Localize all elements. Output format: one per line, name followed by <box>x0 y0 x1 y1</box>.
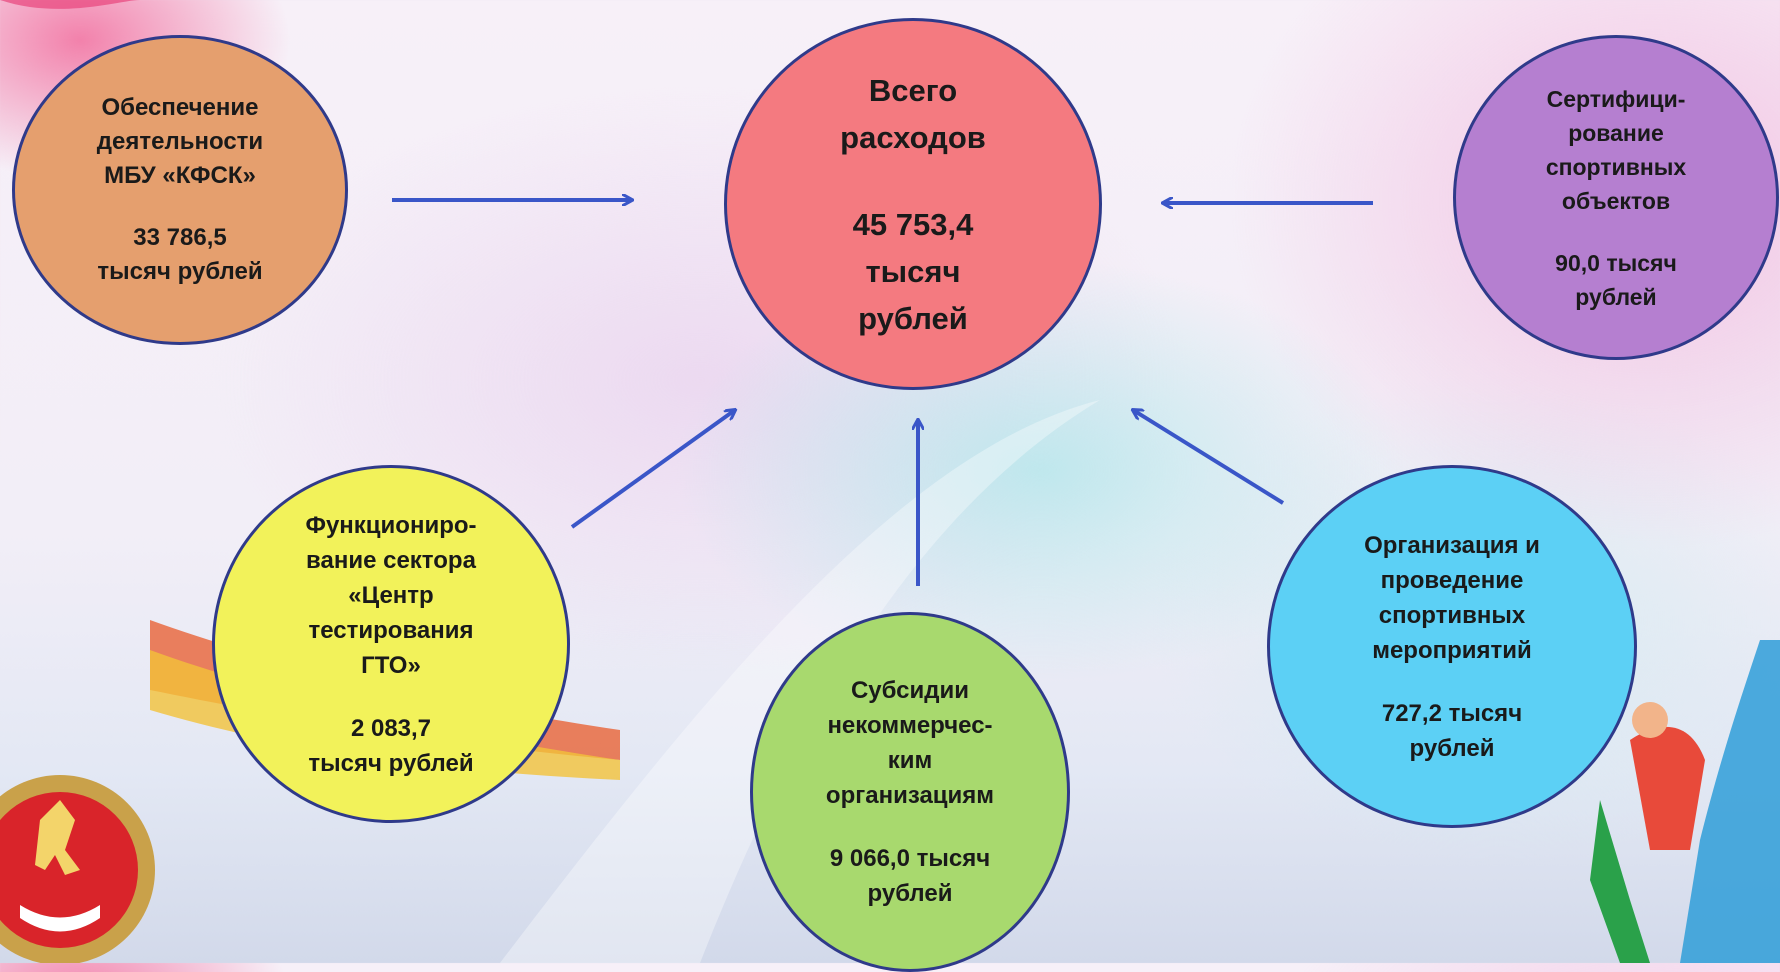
node-value: 727,2 тысяч рублей <box>1381 699 1523 762</box>
node-title: Обеспечение деятельности МБУ «КФСК» <box>96 94 264 189</box>
node-sport-events: Организация и проведение спортивных меро… <box>1267 465 1637 828</box>
node-title: Функциониро- вание сектора «Центр тестир… <box>305 511 477 679</box>
node-title: Сертифици- рование спортивных объектов <box>1545 85 1687 214</box>
gto-badge-icon <box>0 775 155 963</box>
node-title: Организация и проведение спортивных меро… <box>1364 531 1540 664</box>
node-title: Субсидии некоммерчес- ким организациям <box>825 677 995 809</box>
node-value: 45 753,4 тысяч рублей <box>852 206 974 336</box>
node-value: 33 786,5 тысяч рублей <box>97 224 263 285</box>
node-nonprofit-subsidies: Субсидии некоммерчес- ким организациям 9… <box>750 612 1070 972</box>
node-kfsk-support: Обеспечение деятельности МБУ «КФСК» 33 7… <box>12 35 348 345</box>
node-gto-testing-center: Функциониро- вание сектора «Центр тестир… <box>212 465 570 823</box>
node-value: 90,0 тысяч рублей <box>1555 249 1677 310</box>
node-value: 9 066,0 тысяч рублей <box>829 845 991 907</box>
athletes-icon <box>1590 640 1780 963</box>
arrow-bot-left-to-center <box>570 410 735 529</box>
node-title: Всего расходов <box>840 72 986 155</box>
arrow-bot-right-to-center <box>1133 410 1285 505</box>
node-sport-facility-certification: Сертифици- рование спортивных объектов 9… <box>1453 35 1779 360</box>
node-total-expenses: Всего расходов 45 753,4 тысяч рублей <box>724 18 1102 390</box>
node-value: 2 083,7 тысяч рублей <box>308 714 474 777</box>
